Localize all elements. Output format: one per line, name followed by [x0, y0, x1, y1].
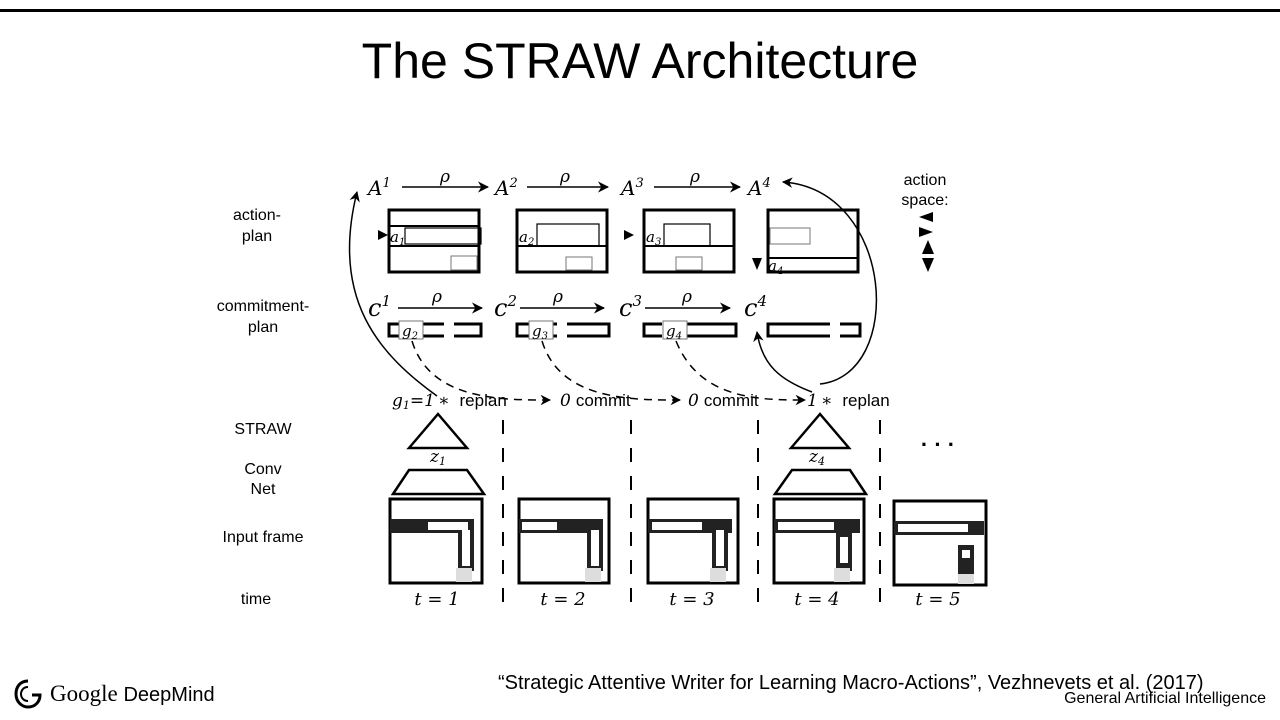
action-plan-matrix-1: [387, 208, 482, 274]
action-up-icon: [922, 240, 934, 254]
gate-label-1: g2: [402, 322, 418, 342]
action-down-icon: [922, 258, 934, 272]
rho-label-3: ρ: [689, 167, 700, 187]
latent-z-4: z4: [808, 447, 825, 468]
action-space-title-line1: action: [904, 172, 947, 189]
rho-label-2: ρ: [559, 167, 570, 187]
commitment-header-3: c3: [619, 292, 642, 322]
input-frame-5: [892, 499, 988, 587]
deepmind-logo-text: Google DeepMind: [50, 681, 215, 707]
commitment-header-2: c2: [494, 292, 517, 322]
timestep-label-4: t = 4: [794, 589, 839, 610]
svg-text:A1: A1: [366, 176, 391, 200]
label-action-plan-line2: plan: [242, 228, 272, 245]
input-frame-1: [388, 497, 484, 585]
label-conv-net-line2: Net: [251, 481, 276, 498]
input-frame-3: [646, 497, 740, 585]
svg-text:A4: A4: [746, 176, 771, 200]
attention-pointer-4: [752, 258, 762, 270]
action-plan-header-1: A1: [366, 176, 391, 200]
rho-label-c1: ρ: [431, 287, 442, 307]
decision-4: 1∗replan: [807, 391, 890, 411]
timestep-label-3: t = 3: [669, 589, 714, 610]
attention-label-2: a2: [519, 228, 534, 248]
svg-text:c4: c4: [744, 292, 767, 322]
label-input-frame: Input frame: [223, 529, 304, 546]
rho-label-c2: ρ: [552, 287, 563, 307]
svg-text:A2: A2: [493, 176, 518, 200]
gate-highlight-3: [662, 320, 688, 340]
input-frame-4: [772, 497, 866, 585]
input-frame-2: [517, 497, 611, 585]
label-time: time: [241, 591, 271, 608]
gate-label-3: g4: [666, 322, 682, 342]
gate-dashed-arrow-3: [675, 340, 807, 406]
citation: “Strategic Attentive Writer for Learning…: [498, 672, 1204, 694]
label-straw: STRAW: [234, 421, 292, 438]
logo-google-word: Google: [50, 681, 118, 706]
attention-label-4: a4: [768, 257, 783, 277]
gate-highlight-1: [398, 320, 424, 340]
attention-label-1: a1: [390, 228, 405, 248]
gate-highlight-2: [528, 320, 554, 340]
timestep-label-5: t = 5: [915, 589, 960, 610]
rho-label-c3: ρ: [681, 287, 692, 307]
logo-deepmind-word: DeepMind: [123, 684, 215, 706]
action-left-icon: [919, 212, 933, 222]
attention-pointer-1: [378, 230, 388, 240]
label-action-plan-line1: action-: [233, 207, 281, 224]
commitment-bar-4: [766, 322, 862, 338]
latent-z-1: z1: [429, 447, 446, 468]
label-commitment-plan-line1: commitment-: [217, 298, 309, 315]
action-plan-header-4: A4: [746, 176, 771, 200]
replan-arrow-4-commit: [753, 330, 813, 393]
commitment-header-1: c1: [368, 292, 391, 322]
action-space-title-line2: space:: [901, 192, 948, 209]
svg-text:A3: A3: [619, 176, 644, 200]
commitment-bar-3: [642, 322, 738, 338]
gate-dashed-arrow-2: [541, 340, 682, 406]
replan-arrow-1: [348, 190, 438, 397]
footer-right-text: General Artificial Intelligence: [1064, 690, 1266, 707]
svg-text:c1: c1: [368, 292, 391, 322]
timestep-label-1: t = 1: [414, 589, 459, 610]
deepmind-logo: Google DeepMind: [14, 676, 215, 712]
action-plan-header-3: A3: [619, 176, 644, 200]
slide-title: The STRAW Architecture: [361, 33, 919, 89]
decision-1: g1=1∗replan: [392, 391, 507, 412]
replan-arrow-4-plan: [781, 177, 878, 385]
convnet-trapezoid-4: [772, 468, 869, 496]
label-commitment-plan-line2: plan: [248, 319, 278, 336]
commitment-header-4: c4: [744, 292, 767, 322]
top-rule: [0, 9, 1280, 12]
convnet-trapezoid-1: [390, 468, 487, 496]
action-plan-matrix-4: [766, 208, 860, 274]
action-right-icon: [919, 227, 933, 237]
ellipsis: · · ·: [921, 432, 955, 457]
rho-label-1: ρ: [439, 167, 450, 187]
timestep-label-2: t = 2: [540, 589, 585, 610]
attention-pointer-3: [624, 230, 634, 240]
label-conv-net-line1: Conv: [244, 461, 281, 478]
action-plan-matrix-2: [515, 208, 609, 274]
svg-text:c3: c3: [619, 292, 642, 322]
deepmind-logo-icon: [14, 679, 42, 709]
straw-triangle-1: [406, 412, 470, 450]
attention-label-3: a3: [646, 228, 661, 248]
straw-triangle-4: [788, 412, 852, 450]
gate-label-2: g3: [532, 322, 548, 342]
action-plan-header-2: A2: [493, 176, 518, 200]
gate-dashed-arrow-1: [411, 340, 552, 406]
svg-text:c2: c2: [494, 292, 517, 322]
action-plan-matrix-3: [642, 208, 736, 274]
